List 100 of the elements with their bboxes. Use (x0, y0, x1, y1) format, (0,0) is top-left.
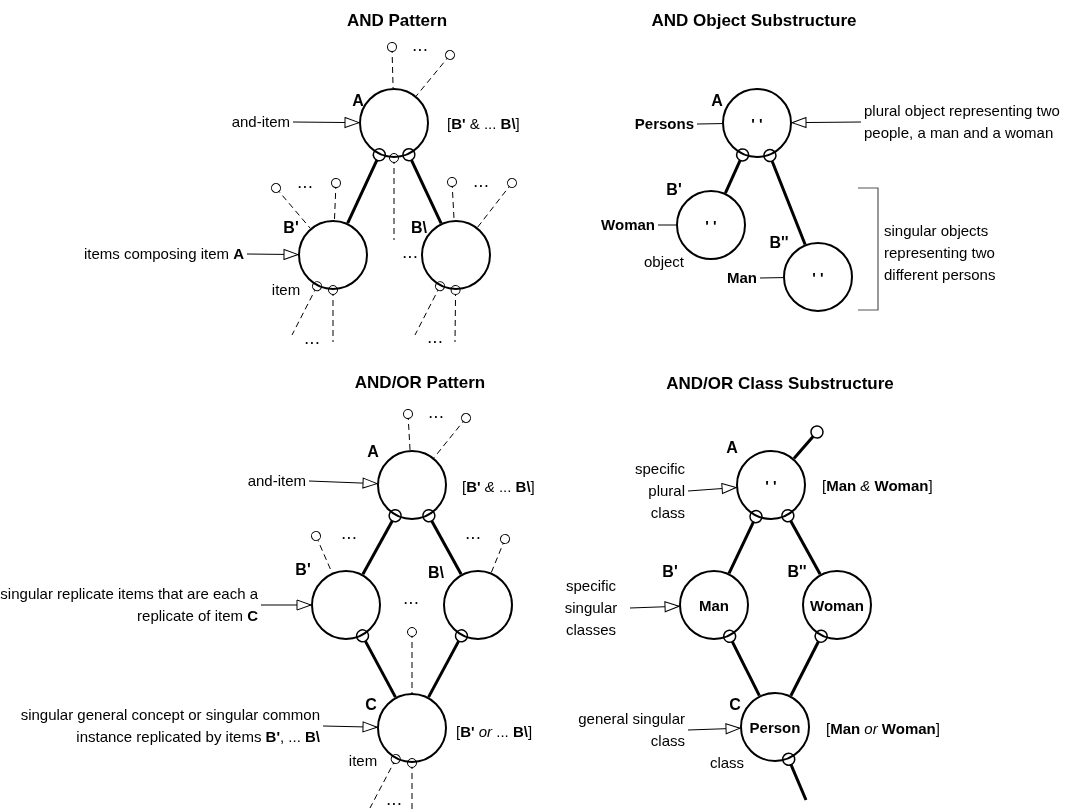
connector-line (361, 508, 402, 576)
connector-line (763, 148, 807, 245)
annotation-text: plural object representing two people, a man and a woman (864, 100, 1074, 144)
arrow (292, 117, 360, 128)
node-letter: A (726, 440, 738, 456)
section-title: AND/OR Pattern (354, 373, 486, 391)
annotation-text: general singular class (573, 708, 685, 752)
dashed-connector (433, 413, 471, 459)
circle-text: Man (699, 597, 729, 613)
node-letter: B' (666, 182, 682, 198)
ellipsis-mark: ... (305, 334, 321, 346)
dashed-connector (477, 178, 517, 228)
annotation-text: and-item (247, 470, 306, 492)
annotation-text: singular objects representing two different persons (884, 221, 997, 285)
leader-line (696, 123, 723, 125)
leader-line (657, 224, 677, 226)
annotation-text: Woman (601, 214, 655, 236)
connector-line (724, 148, 750, 194)
type-label: item (271, 281, 301, 297)
arrow (246, 248, 299, 260)
node-letter: B\ (411, 220, 427, 236)
dashed-connector (271, 183, 311, 229)
dashed-connector (328, 285, 338, 343)
bracket-expression: [B' & ... B\] (447, 115, 520, 131)
dashed-connector (403, 409, 413, 451)
dashed-connector (450, 285, 461, 343)
leader-line (759, 277, 784, 279)
ellipsis-mark: ... (413, 41, 429, 53)
node-letter: B'' (769, 235, 789, 251)
arrow (791, 117, 862, 129)
dashed-connector (447, 177, 457, 221)
arrow (687, 483, 737, 494)
type-label: item (348, 752, 378, 768)
node-letter: C (365, 697, 377, 713)
node-letter: B' (662, 564, 678, 580)
arrow (687, 723, 741, 735)
bracket-expression: [Man or Woman] (826, 720, 940, 736)
node-letter: A (352, 93, 364, 109)
ellipsis-mark: ... (404, 594, 420, 606)
dashed-connector (407, 758, 417, 811)
connector-line (355, 629, 397, 698)
dashed-connector (387, 42, 397, 89)
connector-line (789, 629, 828, 697)
bracket-expression: [B' & ... B\] (462, 478, 535, 494)
annotation-text: and-item (231, 111, 290, 133)
circle-text: Woman (810, 597, 864, 613)
arrow (322, 721, 378, 733)
connector-line (346, 148, 387, 224)
node-letter: C (729, 697, 741, 713)
circle-text: ' ' (751, 115, 763, 131)
dashed-connector (389, 153, 399, 241)
annotation-text: singular replicate items that are each a replicate of item C (0, 583, 258, 627)
ellipsis-mark: ... (428, 333, 444, 345)
node-letter: B'' (787, 564, 807, 580)
connector-line (792, 425, 824, 460)
section-title: AND Object Substructure (651, 11, 857, 29)
ellipsis-mark: ... (429, 408, 445, 420)
dashed-connector (369, 754, 401, 809)
arrow (260, 599, 312, 611)
connector-line (422, 508, 463, 576)
ellipsis-mark: ... (387, 795, 403, 807)
node-letter: B' (295, 562, 311, 578)
connector-line (781, 508, 822, 576)
dashed-connector (331, 178, 341, 221)
bracket-expression: [Man & Woman] (822, 477, 933, 493)
dashed-connector (415, 50, 455, 97)
ellipsis-mark: ... (474, 177, 490, 189)
annotation-text: specific singular classes (555, 575, 627, 641)
arrow (629, 601, 680, 613)
section-title: AND Pattern (346, 11, 448, 29)
section-title: AND/OR Class Substructure (666, 374, 894, 392)
node-letter: A (711, 93, 723, 109)
circle-text: Person (749, 719, 801, 735)
arrow (308, 477, 378, 489)
node-letter: B\ (428, 565, 444, 581)
node-letter: A (367, 444, 379, 460)
type-label: class (709, 754, 745, 770)
connector-line (427, 629, 469, 698)
annotation-text: singular general concept or singular common instance replicated by items B', ... B\ (20, 704, 320, 748)
ellipsis-mark: ... (342, 529, 358, 541)
circle-text: ' ' (812, 269, 824, 285)
annotation-text: Persons (634, 113, 694, 135)
annotation-text: Man (727, 267, 757, 289)
ellipsis-mark: ... (298, 178, 314, 190)
dashed-connector (490, 534, 510, 574)
dashed-connector (407, 627, 417, 694)
node-letter: B' (283, 220, 299, 236)
connector-line (722, 629, 761, 697)
circle-text: ' ' (765, 477, 777, 493)
circle-text: ' ' (705, 217, 717, 233)
type-label: object (644, 253, 684, 269)
annotation-text: items composing item A (83, 243, 244, 265)
ellipsis-mark: ... (466, 529, 482, 541)
connector-line (727, 509, 763, 575)
annotation-text: specific plural class (623, 458, 685, 524)
bracket-expression: [B' or ... B\] (456, 723, 533, 739)
dashed-connector (291, 281, 323, 336)
ellipsis-mark: ... (403, 248, 419, 260)
connector-line (781, 752, 808, 801)
dashed-connector (414, 281, 446, 336)
